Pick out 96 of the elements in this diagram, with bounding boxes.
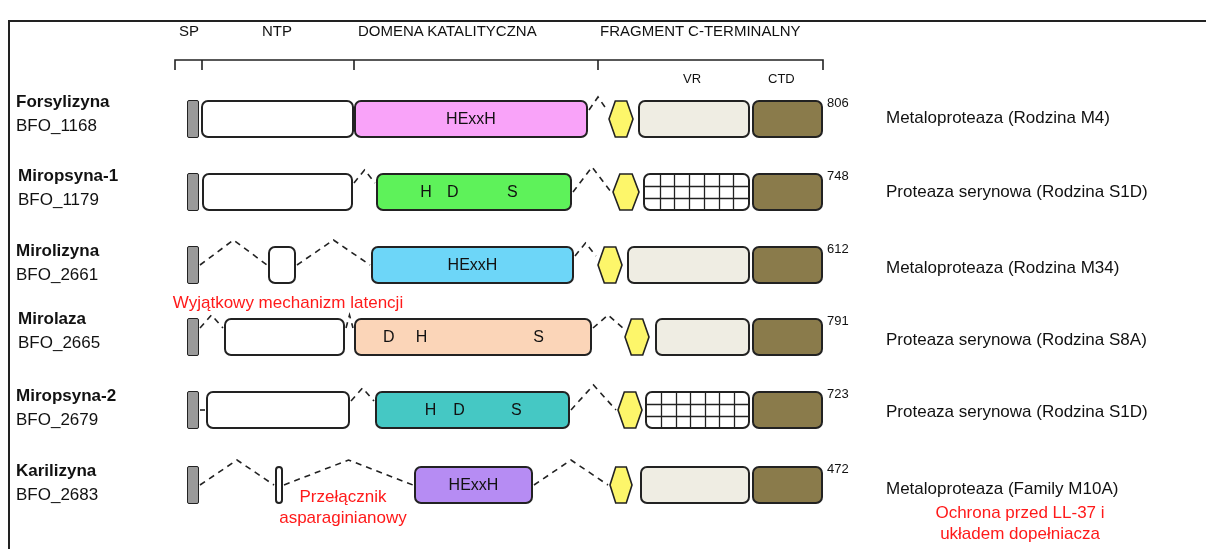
domain-box — [752, 466, 823, 504]
gene-id: BFO_2661 — [16, 265, 99, 285]
gene-id: BFO_2665 — [18, 333, 101, 353]
length-label: 748 — [827, 169, 849, 184]
column-header: VR — [683, 72, 702, 87]
gene-id: BFO_1179 — [18, 190, 99, 210]
protein-family-label: Metaloproteaza (Family M10A) — [886, 479, 1119, 499]
motif-label: S — [533, 328, 544, 346]
motif-label: D — [382, 328, 395, 346]
domain-box — [202, 173, 353, 211]
column-header: CTD — [768, 72, 795, 87]
domain-box — [752, 173, 823, 211]
motif-label: H — [420, 183, 432, 201]
grid-domain-box — [643, 173, 750, 211]
length-label: 723 — [827, 387, 849, 402]
signal-peptide-bar — [187, 391, 199, 429]
protein-name: Mirolizyna — [16, 241, 100, 261]
hexagon-domain — [609, 466, 633, 504]
linker-line — [572, 165, 612, 193]
length-label: 612 — [827, 242, 849, 257]
protein-family-label: Proteaza serynowa (Rodzina S1D) — [886, 182, 1148, 202]
length-label: 472 — [827, 462, 849, 477]
motif-label: S — [511, 401, 522, 419]
linker-line — [283, 459, 414, 486]
domain-box — [640, 466, 750, 504]
hexagon-domain — [617, 391, 643, 429]
motif-label: D — [447, 183, 459, 201]
catalytic-domain-box — [376, 173, 572, 211]
column-header: FRAGMENT C-TERMINALNY — [600, 22, 801, 40]
domain-box — [201, 100, 354, 138]
protein-name: Miropsyna-2 — [16, 386, 117, 406]
gene-id: BFO_2683 — [16, 485, 99, 505]
protein-family-label: Metaloproteaza (Rodzina M4) — [886, 108, 1110, 128]
linker-line — [350, 386, 375, 402]
annotation-note: Ochrona przed LL-37 i układem dopełniacza — [934, 502, 1106, 545]
hexagon-domain — [608, 100, 634, 138]
gene-id: BFO_2679 — [16, 410, 99, 430]
protein-name: Mirolaza — [18, 309, 87, 329]
hexagon-domain — [624, 318, 650, 356]
protein-family-label: Metaloproteaza (Rodzina M34) — [886, 258, 1120, 278]
motif-label: HExxH — [447, 256, 498, 274]
protein-family-label: Proteaza serynowa (Rodzina S1D) — [886, 402, 1148, 422]
motif-label: HExxH — [446, 110, 496, 128]
catalytic-domain-box — [354, 100, 588, 138]
hexagon-domain — [597, 246, 623, 284]
motif-label: H — [424, 401, 437, 419]
motif-label: H — [415, 328, 428, 346]
domain-box — [638, 100, 750, 138]
domain-box — [627, 246, 750, 284]
length-label: 806 — [827, 96, 849, 111]
domain-box — [275, 466, 283, 504]
domain-box — [655, 318, 750, 356]
protein-name: Forsylizyna — [16, 92, 110, 112]
domain-box — [206, 391, 350, 429]
linker-line — [199, 459, 275, 486]
linker-line — [199, 409, 206, 411]
annotation-note: Wyjątkowy mechanizm latencji — [172, 292, 404, 314]
domain-box — [752, 246, 823, 284]
linker-line — [574, 241, 597, 257]
column-header: SP — [179, 22, 199, 40]
linker-line — [592, 313, 624, 329]
linker-line — [353, 168, 376, 184]
signal-peptide-bar — [187, 318, 199, 356]
domain-box — [752, 391, 823, 429]
signal-peptide-bar — [187, 466, 199, 504]
catalytic-domain-box — [354, 318, 592, 356]
linker-line — [199, 313, 224, 329]
linker-line — [345, 311, 354, 329]
gene-id: BFO_1168 — [16, 116, 97, 136]
linker-line — [533, 459, 609, 486]
column-header: NTP — [262, 22, 292, 40]
domain-box — [752, 318, 823, 356]
motif-label: S — [507, 183, 518, 201]
motif-label: D — [453, 401, 465, 419]
signal-peptide-bar — [187, 100, 199, 138]
linker-line — [570, 383, 617, 411]
signal-peptide-bar — [187, 173, 199, 211]
length-label: 791 — [827, 314, 849, 329]
column-header: DOMENA KATALITYCZNA — [358, 22, 537, 40]
signal-peptide-bar — [187, 246, 199, 284]
domain-box — [752, 100, 823, 138]
catalytic-domain-box — [371, 246, 574, 284]
protein-name: Karilizyna — [16, 461, 97, 481]
annotation-note: Przełącznik asparaginianowy — [278, 486, 408, 529]
protein-family-label: Proteaza serynowa (Rodzina S8A) — [886, 330, 1147, 350]
linker-line — [199, 239, 268, 266]
linker-line — [588, 95, 608, 111]
hexagon-domain — [612, 173, 640, 211]
protein-name: Miropsyna-1 — [18, 166, 119, 186]
grid-domain-box — [645, 391, 750, 429]
linker-line — [296, 239, 371, 266]
domain-box — [268, 246, 296, 284]
catalytic-domain-box — [414, 466, 533, 504]
domain-box — [224, 318, 345, 356]
motif-label: HExxH — [448, 476, 499, 494]
catalytic-domain-box — [375, 391, 570, 429]
